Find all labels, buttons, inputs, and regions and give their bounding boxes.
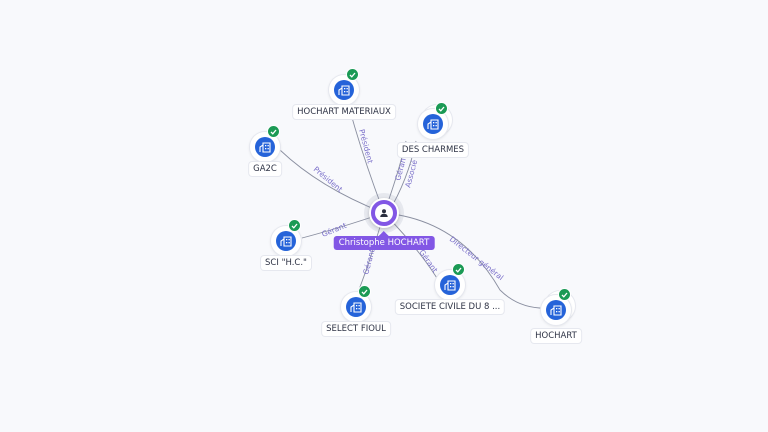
- company-circle[interactable]: [271, 219, 301, 256]
- edge-label-president-materiaux: Président: [357, 128, 375, 164]
- building-icon: [346, 297, 366, 317]
- person-circle[interactable]: [369, 198, 399, 228]
- company-circle[interactable]: [250, 125, 280, 162]
- edge-hochart: Directeur général: [383, 212, 551, 309]
- company-circle[interactable]: [341, 285, 371, 322]
- company-circle[interactable]: [435, 263, 465, 300]
- verified-check-icon: [558, 288, 571, 301]
- person-icon: [375, 204, 393, 222]
- verified-check-icon: [358, 285, 371, 298]
- company-label[interactable]: SCI "H.C.": [261, 256, 311, 270]
- edge-label-gerant-fioul: Gérant: [361, 248, 376, 275]
- verified-check-icon: [267, 125, 280, 138]
- building-icon: [334, 80, 354, 100]
- edge-label-gerant-civile: Gérant: [417, 248, 439, 274]
- person-label[interactable]: Christophe HOCHART: [333, 231, 435, 250]
- company-label[interactable]: SOCIETE CIVILE DU 8 ...: [395, 300, 505, 314]
- verified-check-icon: [346, 68, 359, 81]
- company-label[interactable]: HOCHART MATERIAUX: [293, 105, 395, 119]
- company-label[interactable]: HOCHART: [531, 329, 581, 343]
- verified-check-icon: [435, 102, 448, 115]
- building-icon: [423, 114, 443, 134]
- building-icon: [440, 275, 460, 295]
- verified-check-icon: [452, 263, 465, 276]
- company-label[interactable]: GA2C: [249, 162, 281, 176]
- company-circle[interactable]: [418, 102, 452, 139]
- verified-check-icon: [288, 219, 301, 232]
- company-label[interactable]: SELECT FIOUL: [322, 322, 390, 336]
- company-circle[interactable]: [541, 288, 575, 325]
- company-circle[interactable]: [329, 68, 359, 105]
- building-icon: [255, 137, 275, 157]
- building-icon: [276, 231, 296, 251]
- company-label[interactable]: DES CHARMES: [397, 143, 469, 157]
- building-icon: [546, 300, 566, 320]
